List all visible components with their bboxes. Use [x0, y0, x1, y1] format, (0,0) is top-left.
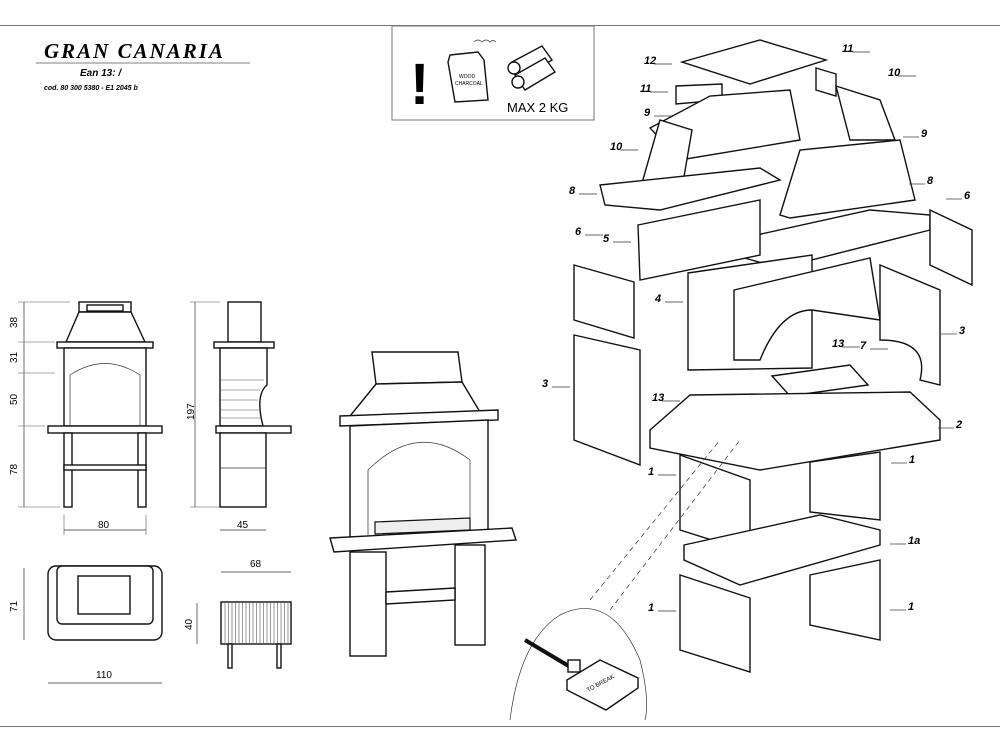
part-label: 8	[927, 175, 934, 187]
front-view: 38 31 50 78 80	[9, 301, 163, 535]
part-label: 11	[640, 83, 651, 95]
product-title: GRAN CANARIA	[44, 39, 225, 63]
part-label: 1	[648, 466, 654, 478]
dim-front-width: 80	[98, 520, 110, 531]
part-label: 1	[648, 602, 654, 614]
fuel-warning-box: ! WOOD CHARCOAL MAX 2 KG	[391, 25, 595, 121]
part-label: 3	[959, 325, 965, 337]
title-block: GRAN CANARIA Ean 13: / cod. 80 300 5380 …	[36, 39, 250, 92]
part-label: 7	[860, 340, 867, 352]
dim-grill-height: 40	[184, 618, 195, 630]
part-label: 9	[644, 107, 651, 119]
top-view: 71 110	[9, 565, 163, 684]
dim-side-width: 45	[237, 520, 249, 531]
part-label: 5	[603, 233, 610, 245]
dim-base-height: 78	[9, 463, 20, 475]
part-label: 4	[654, 293, 661, 305]
part-label: 13	[832, 338, 844, 350]
assembled-barbecue	[329, 351, 517, 657]
max-load-label: MAX 2 KG	[507, 100, 568, 115]
ean-code: Ean 13: /	[80, 68, 122, 79]
part-label: 6	[964, 190, 971, 202]
side-view: 197 45	[186, 301, 292, 531]
dim-top-width: 110	[96, 670, 112, 681]
dim-top-depth: 71	[9, 600, 20, 612]
firewood-icon	[507, 45, 557, 91]
dim-grill-width: 68	[250, 559, 262, 570]
product-code: cod. 80 300 5380 - E1 2045 b	[44, 85, 139, 92]
part-label: 9	[921, 128, 928, 140]
part-label: 13	[652, 392, 664, 404]
charcoal-bag-icon: WOOD CHARCOAL	[447, 39, 497, 103]
part-label: 10	[610, 141, 623, 153]
dim-hood-height: 38	[9, 316, 20, 328]
grill-view: 68 40	[184, 559, 292, 669]
part-label: 10	[888, 67, 901, 79]
part-label: 8	[569, 185, 576, 197]
part-label: 12	[644, 55, 656, 67]
dim-upper-height: 31	[9, 351, 20, 363]
part-label: 6	[575, 226, 582, 238]
dim-total-height: 197	[186, 403, 197, 420]
dim-firebox-height: 50	[9, 393, 20, 405]
exclamation-icon: !	[410, 52, 429, 117]
part-label: 1	[908, 601, 914, 613]
svg-text:CHARCOAL: CHARCOAL	[455, 81, 483, 87]
part-label: 2	[955, 419, 962, 431]
part-label: 3	[542, 378, 548, 390]
part-label: 1	[909, 454, 915, 466]
front-dimension-lines	[18, 301, 147, 535]
part-label: 11	[842, 43, 853, 55]
svg-text:WOOD: WOOD	[459, 74, 475, 80]
break-detail: TO BREAK	[509, 439, 741, 721]
part-label: 1a	[908, 535, 920, 547]
